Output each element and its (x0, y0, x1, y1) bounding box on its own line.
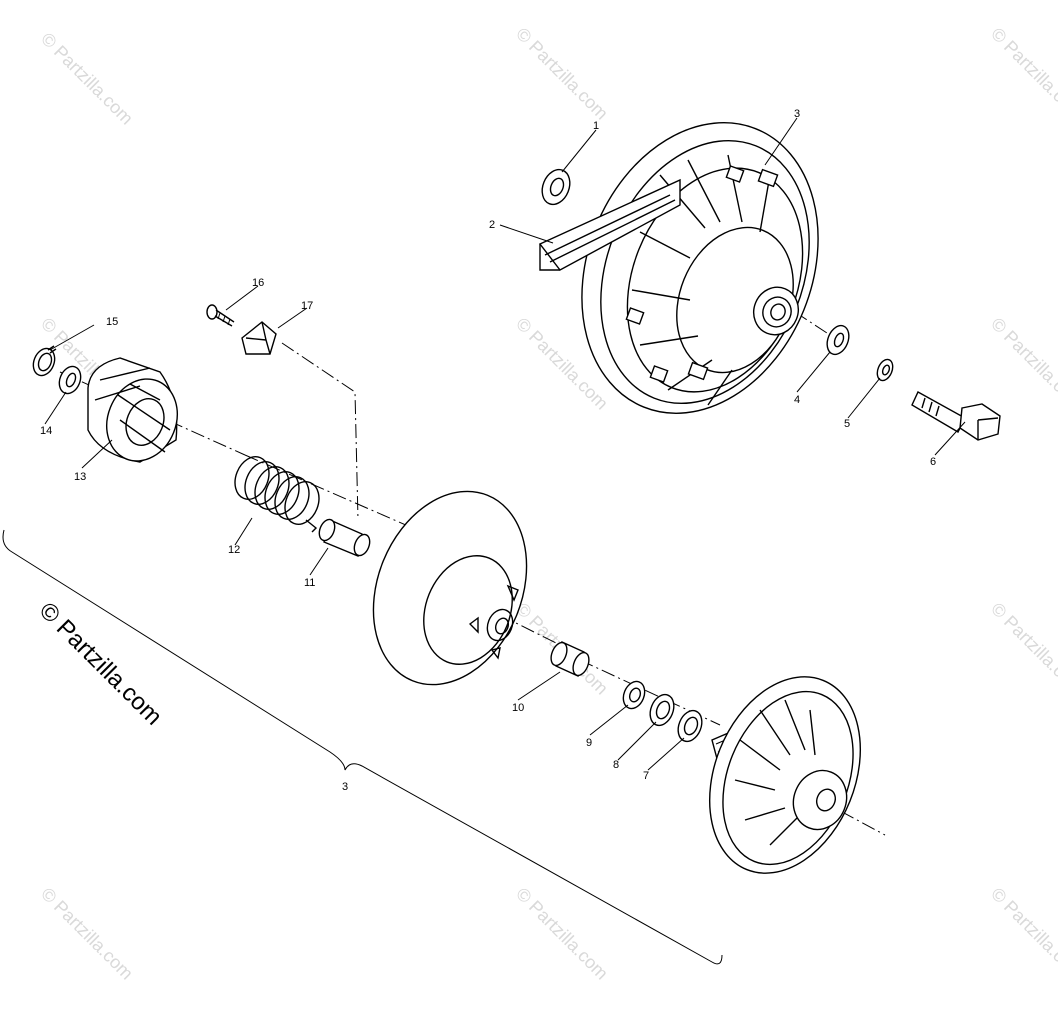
callout-5: 5 (844, 418, 850, 430)
part-17-button (241, 321, 277, 355)
watermark-tile: © Partzilla.com (987, 314, 1058, 414)
part-3-stationary-sheave (581, 122, 819, 414)
watermark-tile: © Partzilla.com (987, 599, 1058, 699)
callout-10: 10 (512, 702, 524, 714)
callout-2: 2 (489, 219, 495, 231)
watermark-tile: © Partzilla.com (37, 29, 137, 129)
callout-11: 11 (304, 577, 315, 589)
watermark-tiles: © Partzilla.com © Partzilla.com © Partzi… (37, 24, 1058, 984)
callout-13: 13 (74, 471, 86, 483)
callout-3-sheave: 3 (794, 108, 800, 120)
watermark-tile: © Partzilla.com (987, 24, 1058, 124)
callout-12: 12 (228, 544, 240, 556)
part-11-bushing (318, 518, 371, 557)
part-8-washer (649, 693, 675, 727)
part-1-washer (541, 168, 571, 206)
callout-7: 7 (643, 770, 649, 782)
part-5-lock-washer (876, 358, 894, 382)
callout-1: 1 (593, 120, 599, 132)
part-13-spider (87, 357, 178, 463)
movable-sheave (372, 490, 528, 686)
watermark-tile: © Partzilla.com (512, 24, 612, 124)
callout-labels: 1 2 3 4 5 6 7 8 9 10 11 12 13 14 15 16 1… (40, 108, 936, 793)
callout-15: 15 (106, 316, 118, 328)
part-7-washer (677, 709, 703, 743)
watermark-tile: © Partzilla.com (512, 884, 612, 984)
callout-17: 17 (301, 300, 313, 312)
part-14-washer (58, 365, 82, 395)
callout-assembly: 3 (342, 781, 348, 793)
callout-16: 16 (252, 277, 264, 289)
watermark-tile: © Partzilla.com (987, 884, 1058, 984)
assembly-bracket (2, 529, 723, 965)
callout-9: 9 (586, 737, 592, 749)
part-16-screw (206, 304, 235, 327)
part-4-washer (826, 324, 850, 356)
callout-6: 6 (930, 456, 936, 468)
watermark-tile: © Partzilla.com (37, 884, 137, 984)
callout-14: 14 (40, 425, 52, 437)
part-2-drive-belt (538, 178, 681, 271)
part-6-bolt (911, 391, 1001, 441)
callout-8: 8 (613, 759, 619, 771)
part-15-snap-ring (32, 345, 57, 377)
callout-4: 4 (794, 394, 800, 406)
part-12-spring (234, 456, 320, 533)
fixed-sheave (708, 676, 862, 874)
leader-lines (44, 117, 966, 771)
part-10-bushing (550, 641, 590, 677)
watermark-main: © Partzilla.com (34, 597, 167, 730)
part-9-washer (622, 680, 646, 710)
